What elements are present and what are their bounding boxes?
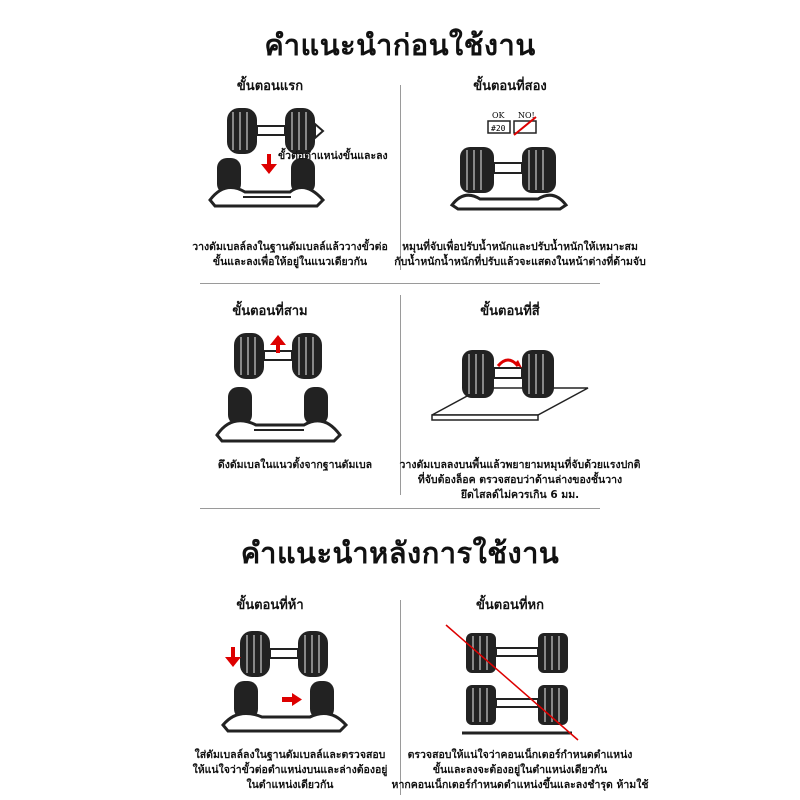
dumbbell-icon xyxy=(240,631,328,677)
divider-vertical-1 xyxy=(400,85,401,270)
arrow-right-icon xyxy=(282,693,302,706)
arrow-down-icon xyxy=(261,154,277,174)
ok-label: OK xyxy=(492,111,506,120)
step6-caption-line2: ขั้นและลงจะต้องอยู่ในตำแหน่งเดียวกัน xyxy=(432,764,608,776)
divider-vertical-3 xyxy=(400,600,401,795)
step1-note: ขั้วต่อตำแหน่งขั้นและลง xyxy=(278,150,388,162)
weight-window-icon: OK NO! #20 xyxy=(487,111,537,136)
step4-caption-line2: ที่จับต้องล็อค ตรวจสอบว่าด้านล่างของชั้น… xyxy=(417,474,623,486)
step1-caption-line2: ขั้นและลงเพื่อให้อยู่ในแนวเดียวกัน xyxy=(212,256,368,268)
step4-illustration xyxy=(431,350,589,421)
dumbbell-cradle-icon xyxy=(208,158,326,208)
dumbbell-cradle-icon xyxy=(221,681,349,733)
dumbbell-icon xyxy=(234,333,322,379)
arrow-down-icon xyxy=(225,647,241,667)
dumbbell-top-icon xyxy=(466,633,568,673)
step5-caption-line1: ใส่ดัมเบลล์ลงในฐานดัมเบลล์และตรวจสอบ xyxy=(194,749,386,761)
step1-label: ขั้นตอนแรก xyxy=(236,79,304,94)
step3-caption-line1: ดึงดัมเบลในแนวตั้งจากฐานดัมเบล xyxy=(217,459,373,471)
step5-label: ขั้นตอนที่ห้า xyxy=(236,598,304,613)
step6-label: ขั้นตอนที่หก xyxy=(476,598,544,613)
step6-caption-line1: ตรวจสอบให้แน่ใจว่าคอนเน็กเตอร์กำหนดตำแหน… xyxy=(407,749,633,761)
prohibited-slash-icon xyxy=(445,624,579,741)
step4-label: ขั้นตอนที่สี่ xyxy=(480,304,540,319)
step4-caption-line3: ยึดไสลด์ไม่ควรเกิน 6 มม. xyxy=(460,489,580,501)
step6-caption-line3: หากคอนเน็กเตอร์กำหนดตำแหน่งขึ้นและลงชำรุ… xyxy=(391,779,649,791)
step3-label: ขั้นตอนที่สาม xyxy=(232,304,308,319)
step2-caption-line2: กับน้ำหนักน้ำหนักที่ปรับแล้วจะแสดงในหน้า… xyxy=(394,256,646,268)
divider-horizontal-2 xyxy=(200,508,600,509)
step5-caption-line2: ให้แน่ใจว่าขั้วต่อตำแหน่งบนและล่างต้องอย… xyxy=(192,764,388,776)
step5-illustration xyxy=(221,631,349,733)
dumbbell-bottom-icon xyxy=(462,685,572,735)
dumbbell-icon xyxy=(449,147,569,211)
section1-title: คำแนะนำก่อนใช้งาน xyxy=(264,28,536,62)
step6-illustration xyxy=(445,624,579,741)
divider-horizontal-1 xyxy=(200,283,600,284)
section2-title: คำแนะนำหลังการใช้งาน xyxy=(240,536,560,570)
step2-caption-line1: หมุนที่จับเพื่อปรับน้ำหนักและปรับน้ำหนัก… xyxy=(402,241,638,253)
no-label: NO! xyxy=(518,111,535,120)
step3-illustration xyxy=(215,333,342,443)
step1-illustration xyxy=(208,108,326,208)
step2-label: ขั้นตอนที่สอง xyxy=(473,79,547,94)
step2-illustration: OK NO! #20 xyxy=(449,111,569,211)
step4-caption-line1: วางดัมเบลลงบนพื้นแล้วพยายามหมุนที่จับด้ว… xyxy=(399,459,641,471)
divider-vertical-2 xyxy=(400,295,401,495)
floor-surface xyxy=(431,387,589,421)
dumbbell-cradle-icon xyxy=(215,387,342,443)
dumbbell-icon xyxy=(227,108,325,154)
step5-caption-line3: ในตำแหน่งเดียวกัน xyxy=(246,779,334,791)
ok-value: #20 xyxy=(491,124,506,133)
step1-caption-line1: วางดัมเบลล์ลงในฐานดัมเบลล์แล้ววางขั้วต่อ xyxy=(192,241,388,253)
arrow-up-icon xyxy=(270,335,286,353)
dumbbell-icon xyxy=(462,350,554,398)
